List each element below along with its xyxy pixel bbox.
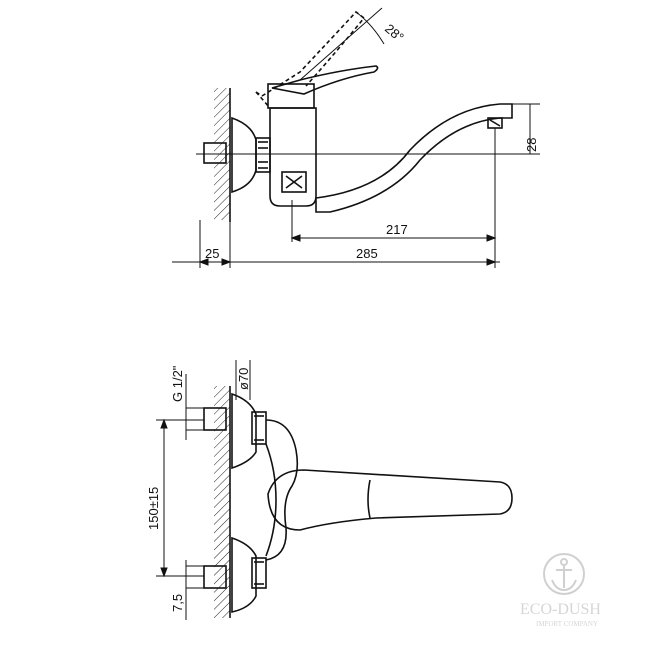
height-label: 28 [524,138,539,152]
lever-handle [271,65,379,95]
offset-label: 7,5 [170,594,185,612]
spout [315,103,513,213]
thread-label: G 1/2" [170,365,185,402]
mixer-body-front [265,419,299,561]
wall-offset-label: 25 [205,246,219,261]
top-dimension-labels: 28° 28 217 285 25 [205,21,539,261]
lower-rosette [231,536,257,613]
upper-rosette [231,392,257,470]
upper-union [251,411,267,445]
front-dimensions [156,360,251,620]
wall-rosette [231,116,257,194]
front-view [203,386,513,618]
wall-hatch-lower [214,386,230,618]
diameter-label: ø70 [236,368,251,390]
angle-label: 28° [382,21,407,45]
lever-front [267,469,513,531]
upper-inlet-nut [203,407,227,431]
spacing-label: 150±15 [146,487,161,530]
union-nut [255,137,271,173]
watermark-brand: ECO-DUSH [520,601,601,618]
watermark: ECO-DUSH IMPORT COMPANY [520,553,601,628]
lower-union [251,557,267,589]
top-dimensions [172,7,540,268]
watermark-tagline: IMPORT COMPANY [536,620,598,628]
inlet-nut [203,142,227,164]
anchor-icon [543,553,585,595]
front-dimension-labels: G 1/2" ø70 150±15 7,5 [146,365,251,612]
aerator-nut [281,171,307,193]
cartridge-cap [267,83,315,109]
lower-inlet-nut [203,565,227,589]
overall-length-label: 285 [356,246,378,261]
side-view [203,10,513,222]
spout-length-label: 217 [386,222,408,237]
